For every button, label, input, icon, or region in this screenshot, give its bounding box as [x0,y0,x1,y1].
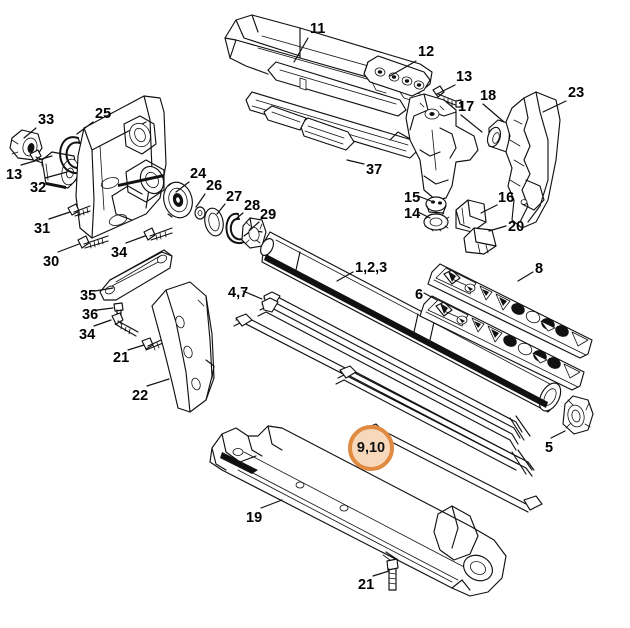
leader-line-20 [488,225,507,232]
leader-line-13 [20,155,53,166]
leader-line-1-2-3 [336,271,354,282]
callout-number-33: 33 [38,112,55,128]
leader-line-37 [346,159,365,165]
part-clamp-strip [99,249,173,301]
part-end-nut-5 [562,395,594,435]
callout-number-17: 17 [458,99,475,115]
part-rubber-pad [463,227,497,255]
callout-number-21: 21 [113,350,130,366]
callout-number-12: 12 [418,44,435,60]
leader-line-5 [550,430,566,439]
leader-line-27 [216,203,226,215]
callout-number-29: 29 [260,207,277,223]
callout-number-34: 34 [79,327,96,343]
leader-line-30 [57,243,80,253]
leader-line-6 [423,292,438,301]
callout-number-28: 28 [244,198,261,214]
part-mounting-plate [363,55,431,102]
part-screw-21-bottom [382,554,399,591]
part-gearbox-frame [405,93,479,201]
part-lower-shaft-housing [209,425,507,597]
callout-number-25: 25 [95,106,112,122]
callout-number-14: 14 [404,206,421,222]
part-insert-block [455,199,487,233]
callout-number-24: 24 [190,166,207,182]
callout-number-23: 23 [568,85,585,101]
leader-line-31 [48,211,71,220]
leader-line-34 [125,235,146,244]
leader-line-18 [482,103,505,123]
part-bolt-30 [77,235,109,249]
part-decal-lower [419,295,585,391]
part-hex-bolt-top [432,85,462,108]
leader-line-21 [372,570,390,577]
callout-leader-lines [20,37,567,577]
leader-line-25 [76,121,94,135]
leader-line-12 [389,60,417,77]
leader-line-29 [248,221,260,232]
part-decal-upper [427,263,593,359]
part-castellated-nut-left [241,217,267,249]
part-screw-34b [111,312,139,337]
leader-line-33 [23,127,37,139]
callout-number-27: 27 [226,189,243,205]
callout-number-26: 26 [206,178,223,194]
callout-number-4-7: 4,7 [228,285,249,301]
part-screw-34a [143,227,173,241]
leader-line-17 [460,114,483,133]
highlighted-part-badge[interactable]: 9,10 [348,425,394,471]
part-handle-cover [505,91,561,229]
callout-number-11: 11 [310,21,326,37]
leader-line-8 [517,271,534,282]
callout-number-32: 32 [30,180,47,196]
part-main-drive-tube [259,231,562,413]
callout-number-16: 16 [498,190,515,206]
callout-number-6: 6 [415,287,424,303]
part-side-bracket [151,281,215,413]
leader-line-28 [231,212,244,223]
callout-number-35: 35 [80,288,97,304]
leader-line-35 [94,287,114,292]
leader-line-16 [480,204,498,214]
callout-number-21: 21 [358,577,375,593]
callout-number-20: 20 [508,219,525,235]
leader-line-24 [175,181,190,193]
leader-line-13 [436,84,456,95]
callout-number-15: 15 [404,190,421,206]
callout-number-30: 30 [43,254,60,270]
callout-number-22: 22 [132,388,149,404]
leader-line-34 [93,319,112,327]
part-collar-nut [425,196,447,214]
part-main-left-housing [75,95,167,239]
leader-line-26 [195,193,206,208]
callout-number-36: 36 [82,307,99,323]
callout-number-34: 34 [111,245,128,261]
leader-line-19 [260,499,283,509]
leader-line-14 [417,211,431,219]
callout-number-19: 19 [246,510,263,526]
leader-line-21 [127,344,145,351]
leader-line-15 [417,195,432,202]
part-guard-rail [263,105,355,151]
callout-number-1-2-3: 1,2,3 [355,260,388,276]
leader-line-36 [96,307,114,311]
leader-line-22 [146,378,170,387]
part-lock-washer [423,211,450,232]
callout-number-13: 13 [6,167,23,183]
part-bolt-31 [67,203,91,217]
callout-number-8: 8 [535,261,544,277]
leader-line-23 [542,100,567,113]
callout-number-5: 5 [545,440,554,456]
leader-line-32 [44,171,68,179]
callout-number-18: 18 [480,88,497,104]
callout-number-37: 37 [366,162,383,178]
callout-number-13: 13 [456,69,473,85]
leader-line-4-7 [242,290,263,300]
callout-number-31: 31 [34,221,51,237]
leader-line-11 [293,37,309,63]
